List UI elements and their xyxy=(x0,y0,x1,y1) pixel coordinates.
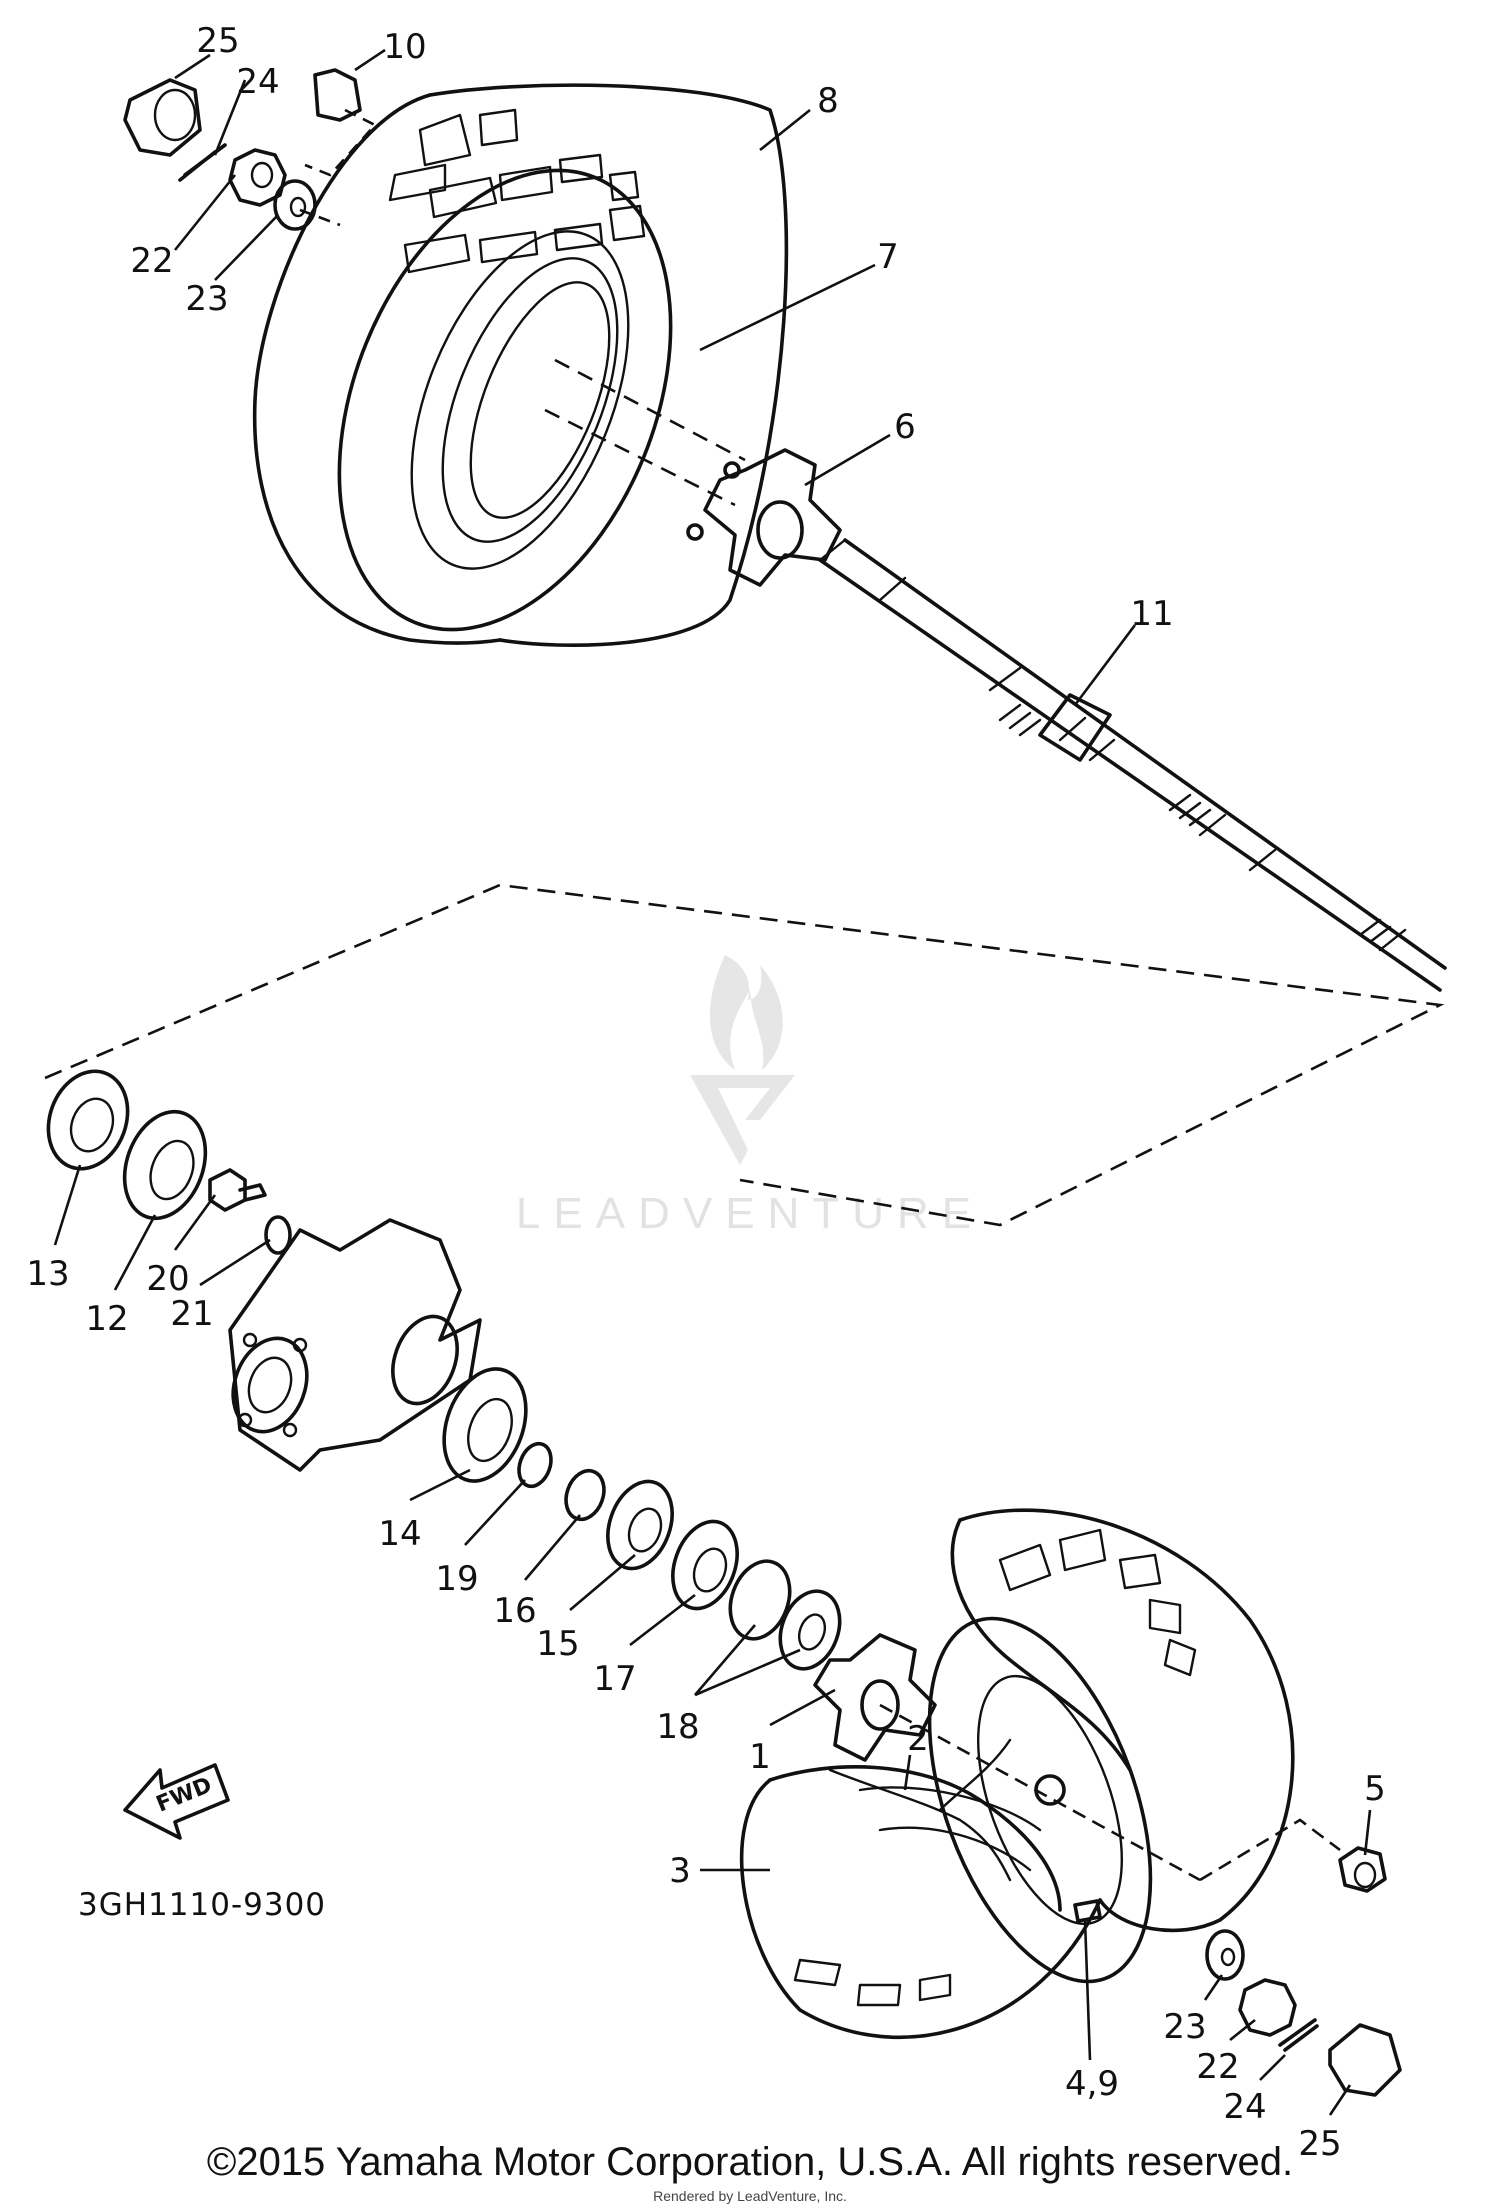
callout-2: 2 xyxy=(907,1719,929,1759)
callout-21: 21 xyxy=(170,1294,213,1334)
callout-16: 16 xyxy=(493,1591,536,1631)
callout-4-9: 4,9 xyxy=(1065,2064,1119,2104)
axle-nut-top xyxy=(228,148,287,207)
callout-20: 20 xyxy=(146,1259,189,1299)
tire-rear-top xyxy=(252,83,789,648)
seal-18-a xyxy=(728,1559,792,1641)
cable-2 xyxy=(828,1738,1012,1882)
oil-seal-13 xyxy=(46,1069,130,1171)
callout-25: 25 xyxy=(196,21,239,61)
axle-nut-cover-top xyxy=(123,78,202,157)
spacer-16 xyxy=(564,1468,606,1522)
hub-bottom xyxy=(813,1633,937,1762)
wheel-bottom xyxy=(739,1508,1295,2039)
washer-bottom xyxy=(1205,1929,1245,1981)
callout-1: 1 xyxy=(749,1737,771,1777)
leadventure-logo-icon xyxy=(690,955,795,1165)
callout-12: 12 xyxy=(85,1299,128,1339)
callout-3: 3 xyxy=(669,1851,691,1891)
wheel-nut-top xyxy=(313,68,362,122)
hub-top xyxy=(686,448,842,587)
circlip-19 xyxy=(517,1441,553,1489)
callout-24: 24 xyxy=(236,62,279,102)
wheel-nut-bottom xyxy=(1338,1846,1387,1893)
callout-23: 23 xyxy=(185,279,228,319)
callout-25-bottom: 25 xyxy=(1298,2124,1341,2164)
callout-22-bottom: 22 xyxy=(1196,2047,1239,2087)
washer-top xyxy=(273,179,317,231)
leadventure-watermark: LEADVENTURE xyxy=(516,955,984,1238)
watermark-text: LEADVENTURE xyxy=(516,1189,984,1238)
callout-24-bottom: 24 xyxy=(1223,2087,1266,2127)
valve-stem xyxy=(1073,1899,1102,1923)
callout-18: 18 xyxy=(656,1707,699,1747)
seal-18-b xyxy=(778,1589,842,1671)
axle-nut-cover-bottom xyxy=(1328,2023,1402,2097)
part-code: 3GH1110-9300 xyxy=(78,1887,326,1923)
bolt-20 xyxy=(208,1168,267,1212)
fwd-arrow-icon: FWD xyxy=(123,1763,230,1840)
callout-13: 13 xyxy=(26,1254,69,1294)
callout-11: 11 xyxy=(1130,594,1173,634)
callout-19: 19 xyxy=(435,1559,478,1599)
bearing-14 xyxy=(442,1367,528,1483)
bearing-12 xyxy=(122,1109,208,1221)
callout-6: 6 xyxy=(894,407,916,447)
callout-8: 8 xyxy=(817,81,839,121)
copyright-notice: ©2015 Yamaha Motor Corporation, U.S.A. A… xyxy=(206,2140,1294,2184)
callout-labels: 25 10 24 8 22 23 7 6 11 13 12 20 21 14 1… xyxy=(26,21,1385,2164)
callout-17: 17 xyxy=(593,1659,636,1699)
callout-7: 7 xyxy=(877,237,899,277)
axle-housing xyxy=(228,1218,482,1472)
callout-15: 15 xyxy=(536,1624,579,1664)
rendered-by-notice: Rendered by LeadVenture, Inc. xyxy=(653,2188,847,2204)
callout-10: 10 xyxy=(383,27,426,67)
callout-22: 22 xyxy=(130,241,173,281)
washer-21 xyxy=(264,1215,292,1255)
bearing-15 xyxy=(606,1479,674,1571)
callout-23-bottom: 23 xyxy=(1163,2007,1206,2047)
rear-axle xyxy=(818,538,1447,992)
leader-lines xyxy=(53,48,1372,2116)
callout-5: 5 xyxy=(1364,1769,1386,1809)
callout-14: 14 xyxy=(378,1514,421,1554)
cotter-pin-bottom xyxy=(1278,2018,1319,2052)
axle-nut-bottom xyxy=(1238,1978,1297,2037)
collar-17 xyxy=(671,1519,739,1611)
